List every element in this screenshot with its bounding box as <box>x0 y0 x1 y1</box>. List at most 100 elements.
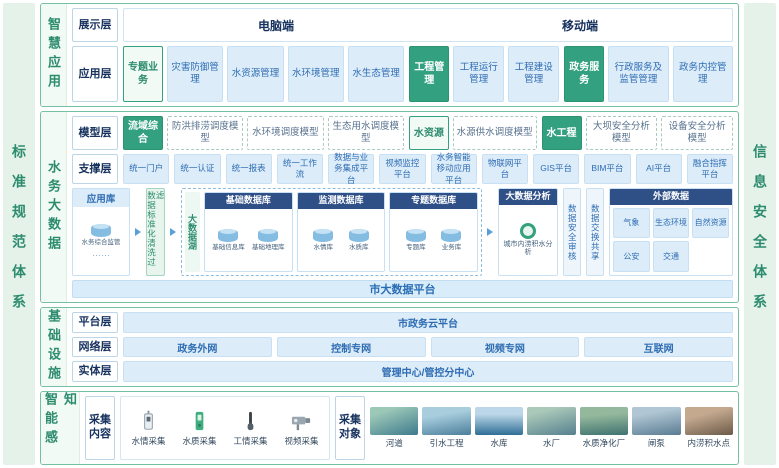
flow-arrow-icon <box>487 228 493 236</box>
reservoir-photo <box>474 407 524 435</box>
external-data-item: 自然资源 <box>692 207 729 239</box>
external-data-item: 交通 <box>652 241 690 272</box>
object-item: 内涝积水点 <box>684 407 733 449</box>
external-data-header: 外部数据 <box>610 189 732 205</box>
db-item: 基础地理库 <box>252 228 284 251</box>
object-item: 闸泵 <box>632 407 681 449</box>
application-db-header: 应用库 <box>73 189 129 207</box>
device-item: 水质采集 <box>182 410 217 447</box>
app-layer-label: 应用层 <box>72 46 118 102</box>
external-data-item: 公安 <box>613 241 650 272</box>
engineering-probe-icon <box>247 411 254 430</box>
special-business-group: 专题业务 灾害防御管理 水资源管理 水环境管理 水生态管理 <box>123 46 405 102</box>
cctv-camera-icon <box>291 416 311 430</box>
water-engineering-model-group: 水工程 大坝安全分析模型 设备安全分析模型 <box>541 116 733 150</box>
bigdata-analysis-box: 大数据分析 城市内涝积水分析 <box>498 188 558 276</box>
support-item: 水务智能移动应用平台 <box>430 152 477 185</box>
model-item: 大坝安全分析模型 <box>585 116 658 150</box>
pc-client-label: 电脑端 <box>257 18 294 33</box>
base-db-header: 基础数据库 <box>205 193 292 209</box>
display-layer-label: 展示层 <box>72 8 118 42</box>
object-item: 水质净化厂 <box>579 407 629 449</box>
flow-arrow-icon <box>135 228 141 236</box>
network-item: 互联网 <box>584 336 733 358</box>
device-item: 水情采集 <box>131 410 166 447</box>
display-layer-box: 电脑端 移动端 <box>123 8 733 42</box>
db-item: 水质库 <box>348 228 369 251</box>
db-item: 业务库 <box>441 228 462 251</box>
water-engineering-header: 水工程 <box>541 116 582 150</box>
database-icon <box>441 228 462 242</box>
collection-content-label: 采集内容 <box>85 396 115 460</box>
db-item: 水情库 <box>313 228 334 251</box>
platform-layer-label: 平台层 <box>72 312 118 333</box>
support-item: 数据与业务集成平台 <box>328 152 375 185</box>
object-item: 水厂 <box>527 407 576 449</box>
section-infrastructure: 基础设施 平台层 市政务云平台 网络层 政务外网 控制专网 视频专网 互联网 实… <box>40 307 739 387</box>
app-item: 水生态管理 <box>347 46 405 102</box>
flow-arrow-icon <box>170 228 176 236</box>
support-layer-row: 支撑层 统一门户 统一认证 统一报表 统一工作流 数据与业务集成平台 视频监控平… <box>72 152 733 185</box>
model-item: 水源供水调度模型 <box>452 116 537 150</box>
database-icon <box>348 228 369 242</box>
model-layer-label: 模型层 <box>72 116 118 150</box>
database-icon <box>91 224 111 238</box>
monitor-db-header: 监测数据库 <box>297 193 385 209</box>
river-photo <box>370 407 419 435</box>
application-db-box: 应用库 水务综合监管 …… <box>72 188 130 276</box>
section-smart-apps-label: 智慧应用 <box>41 4 67 106</box>
section-water-bigdata: 水务大数据 模型层 流域综合 防洪排涝调度模型 水环境调度模型 生态用水调度模型… <box>40 111 739 303</box>
app-layer-row: 应用层 专题业务 灾害防御管理 水资源管理 水环境管理 水生态管理 工程管理 工… <box>72 46 733 102</box>
gov-cloud-platform-bar: 市政务云平台 <box>123 312 733 333</box>
external-data-box: 外部数据 气象 生态环境 自然资源 公安 交通 <box>609 188 733 276</box>
section-smart-sensing-label: 智能感知 <box>41 392 80 464</box>
device-item: 工情采集 <box>233 410 268 447</box>
gate-pump-photo <box>632 407 681 435</box>
external-data-item: 生态环境 <box>652 207 690 239</box>
database-icon <box>405 228 426 242</box>
water-resource-model-group: 水资源 水源供水调度模型 <box>408 116 537 150</box>
gov-service-group: 政务服务 行政服务及监管管理 政务内控管理 <box>564 46 733 102</box>
section-infrastructure-label: 基础设施 <box>41 308 67 386</box>
thematic-db-header: 专题数据库 <box>390 193 478 209</box>
mobile-client-label: 移动端 <box>561 18 598 33</box>
management-center-bar: 管理中心/管控分中心 <box>123 361 733 383</box>
app-item: 水环境管理 <box>287 46 344 102</box>
app-item: 灾害防御管理 <box>167 46 224 102</box>
diagram-main: 智慧应用 展示层 电脑端 移动端 应用层 专题业务 灾害防御管理 水资源管理 水… <box>40 3 739 465</box>
section-smart-apps: 智慧应用 展示层 电脑端 移动端 应用层 专题业务 灾害防御管理 水资源管理 水… <box>40 3 739 107</box>
support-item: 统一报表 <box>225 154 272 184</box>
database-icon <box>313 228 334 242</box>
data-exchange-share-strip: 数据交换共享 <box>586 188 604 276</box>
object-item: 引水工程 <box>422 407 471 449</box>
collection-devices-box: 水情采集 水质采集 <box>120 396 330 460</box>
bigdata-analysis-header: 大数据分析 <box>499 189 557 205</box>
support-item: 统一认证 <box>174 154 221 184</box>
city-bigdata-platform-bar: 市大数据平台 <box>72 280 733 298</box>
waterworks-photo <box>527 407 576 435</box>
gov-service-header: 政务服务 <box>564 46 605 102</box>
diversion-project-photo <box>422 407 471 435</box>
waterlogging-point-photo <box>684 407 733 435</box>
special-business-header: 专题业务 <box>123 46 163 102</box>
entity-layer-row: 实体层 管理中心/管控分中心 <box>72 361 733 383</box>
flood-analysis-icon <box>520 222 536 239</box>
app-item: 工程建设管理 <box>508 46 560 102</box>
device-item: 视频采集 <box>284 410 319 447</box>
support-item: 融合指挥平台 <box>686 154 733 184</box>
support-layer-label: 支撑层 <box>72 154 118 184</box>
support-item: AI平台 <box>635 154 682 184</box>
support-item: 统一工作流 <box>276 154 323 184</box>
water-level-sensor-icon <box>144 410 153 430</box>
platform-layer-row: 平台层 市政务云平台 <box>72 312 733 333</box>
network-item: 视频专网 <box>430 336 580 358</box>
purification-plant-photo <box>579 407 629 435</box>
section-water-bigdata-label: 水务大数据 <box>41 112 67 302</box>
db-item: 基础信息库 <box>212 228 245 251</box>
collection-objects-photos: 河道 引水工程 水库 水厂 <box>370 396 733 460</box>
support-item: 统一门户 <box>123 154 170 184</box>
data-security-audit-strip: 数据安全审核 <box>563 188 581 276</box>
water-resource-header: 水资源 <box>408 116 449 150</box>
network-item: 政务外网 <box>123 336 272 358</box>
security-system-bar: 信息安全体系 <box>744 3 776 465</box>
